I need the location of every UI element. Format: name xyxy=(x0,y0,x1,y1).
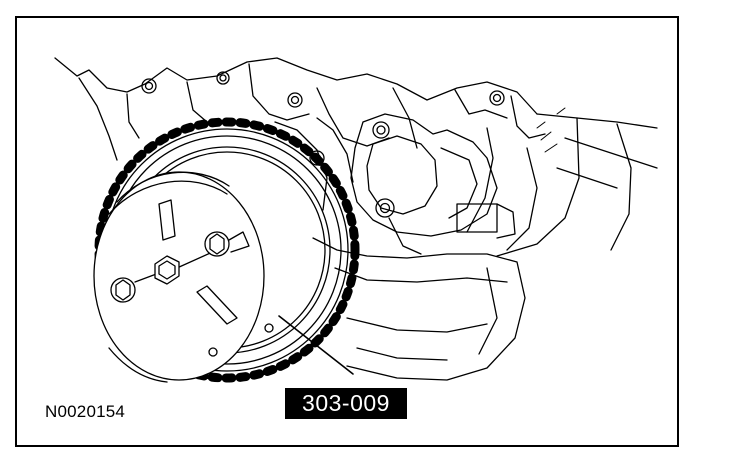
lower-housing-outline xyxy=(312,237,526,381)
bolt-5 xyxy=(375,198,395,218)
bolt-6 xyxy=(489,90,505,106)
holding-tool-303-009 xyxy=(93,171,274,383)
tool-callout-label: 303-009 xyxy=(285,388,407,419)
bolt-1 xyxy=(141,78,157,94)
bolt-3 xyxy=(372,121,390,139)
tool-bolt-lower xyxy=(110,277,136,303)
engine-illustration xyxy=(54,57,658,383)
figure-reference-id: N0020154 xyxy=(45,402,126,421)
shading-hatch xyxy=(536,107,566,153)
center-hex-nut xyxy=(154,255,180,285)
callout-leader-line xyxy=(278,315,354,375)
bolt-7 xyxy=(216,71,230,85)
engine-block-outline xyxy=(54,57,658,257)
figure-frame: N0020154 303-009 xyxy=(15,16,679,447)
timing-cover-bracket xyxy=(274,113,516,255)
bolt-2 xyxy=(287,92,303,108)
tool-bolt-upper xyxy=(204,231,250,257)
